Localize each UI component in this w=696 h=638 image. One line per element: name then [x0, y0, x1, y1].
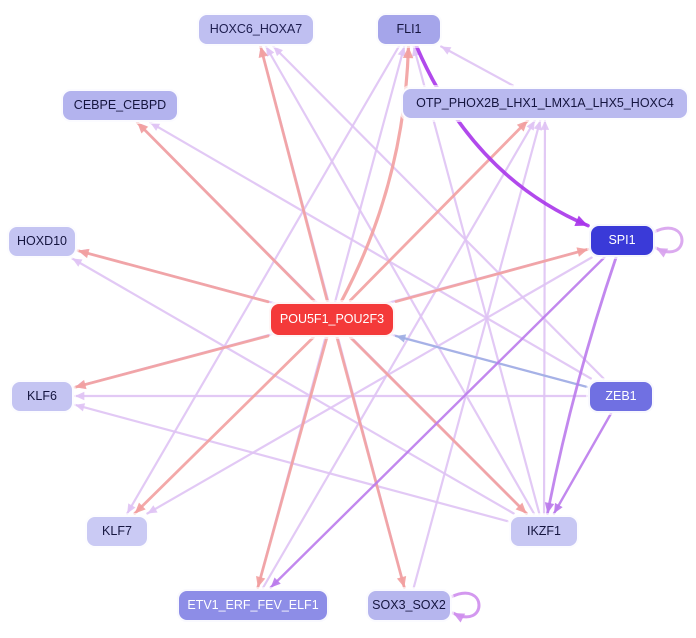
edge-zeb1-to-cebpe-cebpd — [149, 121, 592, 380]
edge-pou5f1-pou2f3-to-hoxc6-hoxa7 — [259, 45, 329, 302]
edge-spi1-to-klf7 — [146, 256, 593, 515]
edge-pou5f1-pou2f3-to-spi1 — [394, 247, 590, 303]
edge-ikzf1-to-otp-phox2b-lhx1-lmx1a-lhx5-hoxc4-arrowhead — [540, 120, 550, 130]
edge-zeb1-to-pou5f1-pou2f3-arrowhead — [396, 334, 407, 343]
edge-ikzf1-to-hoxc6-hoxa7 — [264, 45, 536, 515]
edge-sox3-sox2-to-otp-phox2b-lhx1-lmx1a-lhx5-hoxc4-arrowhead — [533, 120, 542, 131]
node-label: OTP_PHOX2B_LHX1_LMX1A_LHX5_HOXC4 — [416, 96, 674, 110]
edge-zeb1-to-pou5f1-pou2f3 — [394, 334, 589, 389]
edge-fli1-to-spi1 — [414, 44, 590, 228]
node-zeb1[interactable]: ZEB1 — [588, 379, 654, 413]
edge-zeb1-to-ikzf1 — [552, 412, 613, 515]
edge-pou5f1-pou2f3-to-fli1-arrowhead — [402, 46, 414, 59]
edge-etv1-erf-fev-elf1-to-otp-phox2b-lhx1-lmx1a-lhx5-hoxc4 — [262, 119, 536, 589]
edge-spi1-to-ikzf1 — [546, 256, 618, 515]
edge-pou5f1-pou2f3-to-klf7 — [133, 336, 315, 515]
edge-spi1-to-etv1-erf-fev-elf1-arrowhead — [270, 577, 281, 588]
edge-pou5f1-pou2f3-to-sox3-sox2 — [335, 336, 406, 589]
edge-fli1-to-klf7 — [126, 45, 400, 515]
edge-etv1-erf-fev-elf1-to-fli1-arrowhead — [397, 46, 406, 57]
edge-self-loop-sox3-sox2-arrowhead — [453, 613, 466, 623]
edge-zeb1-to-cebpe-cebpd-arrowhead — [150, 122, 161, 131]
node-label: IKZF1 — [526, 524, 562, 538]
edge-pou5f1-pou2f3-to-klf6 — [73, 334, 270, 389]
edge-otp-phox2b-lhx1-lmx1a-lhx5-hoxc4-to-fli1 — [440, 45, 514, 87]
edge-pou5f1-pou2f3-to-ikzf1-arrowhead — [515, 502, 527, 514]
edge-pou5f1-pou2f3-to-ikzf1 — [349, 336, 528, 515]
edge-pou5f1-pou2f3-to-hoxd10-arrowhead — [78, 248, 90, 259]
edge-spi1-to-ikzf1-arrowhead — [544, 502, 555, 514]
edge-pou5f1-pou2f3-to-etv1-erf-fev-elf1-arrowhead — [256, 575, 266, 588]
node-label: SOX3_SOX2 — [372, 598, 446, 612]
edge-pou5f1-pou2f3-to-otp-phox2b-lhx1-lmx1a-lhx5-hoxc4 — [348, 119, 530, 302]
edge-spi1-to-etv1-erf-fev-elf1 — [269, 256, 606, 589]
node-pou5f1-pou2f3[interactable]: POU5F1_POU2F3 — [269, 301, 395, 337]
node-label: SPI1 — [608, 233, 636, 247]
edge-ikzf1-to-hoxc6-hoxa7-arrowhead — [266, 46, 275, 57]
node-label: KLF6 — [27, 389, 57, 403]
node-fli1[interactable]: FLI1 — [376, 12, 442, 46]
edge-pou5f1-pou2f3-to-fli1 — [340, 44, 411, 303]
edge-pou5f1-pou2f3-to-sox3-sox2-arrowhead — [396, 575, 407, 588]
node-label: HOXD10 — [16, 234, 68, 248]
node-ikzf1[interactable]: IKZF1 — [509, 514, 579, 548]
edge-ikzf1-to-klf6-arrowhead — [75, 403, 86, 412]
node-label: ZEB1 — [605, 389, 637, 403]
edge-pou5f1-pou2f3-to-spi1-arrowhead — [576, 247, 588, 257]
node-label: FLI1 — [396, 22, 422, 36]
edge-fli1-to-klf7-arrowhead — [127, 503, 136, 514]
edge-ikzf1-to-hoxd10-arrowhead — [72, 258, 83, 267]
node-label: ETV1_ERF_FEV_ELF1 — [187, 598, 319, 612]
edge-otp-phox2b-lhx1-lmx1a-lhx5-hoxc4-to-fli1-arrowhead — [441, 46, 452, 55]
edge-zeb1-to-ikzf1-arrowhead — [553, 502, 563, 514]
edge-pou5f1-pou2f3-to-otp-phox2b-lhx1-lmx1a-lhx5-hoxc4-arrowhead — [516, 120, 528, 132]
edge-zeb1-to-klf6-arrowhead — [75, 391, 85, 401]
edge-etv1-erf-fev-elf1-to-otp-phox2b-lhx1-lmx1a-lhx5-hoxc4-arrowhead — [526, 120, 535, 131]
edge-pou5f1-pou2f3-to-hoxd10 — [76, 249, 270, 304]
edge-spi1-to-klf7-arrowhead — [147, 505, 158, 514]
node-sox3-sox2[interactable]: SOX3_SOX2 — [366, 588, 452, 622]
node-etv1-erf-fev-elf1[interactable]: ETV1_ERF_FEV_ELF1 — [177, 588, 329, 622]
edge-pou5f1-pou2f3-to-hoxc6-hoxa7-arrowhead — [258, 46, 268, 59]
edge-zeb1-to-hoxc6-hoxa7-arrowhead — [273, 46, 283, 57]
node-label: KLF7 — [102, 524, 132, 538]
node-otp-phox2b-lhx1-lmx1a-lhx5-hoxc4[interactable]: OTP_PHOX2B_LHX1_LMX1A_LHX5_HOXC4 — [401, 86, 689, 120]
edge-pou5f1-pou2f3-to-cebpe-cebpd — [135, 121, 316, 302]
node-spi1[interactable]: SPI1 — [589, 223, 655, 257]
node-label: HOXC6_HOXA7 — [209, 22, 303, 36]
edge-pou5f1-pou2f3-to-cebpe-cebpd-arrowhead — [137, 122, 149, 134]
node-hoxd10[interactable]: HOXD10 — [7, 224, 77, 258]
node-hoxc6-hoxa7[interactable]: HOXC6_HOXA7 — [197, 12, 315, 46]
edge-ikzf1-to-hoxd10 — [71, 257, 515, 515]
edge-pou5f1-pou2f3-to-etv1-erf-fev-elf1 — [256, 336, 329, 589]
edge-fli1-to-spi1-arrowhead — [574, 215, 588, 226]
node-klf7[interactable]: KLF7 — [85, 514, 149, 548]
edge-self-loop-spi1-arrowhead — [656, 248, 669, 258]
edge-sox3-sox2-to-otp-phox2b-lhx1-lmx1a-lhx5-hoxc4 — [412, 119, 542, 589]
node-klf6[interactable]: KLF6 — [10, 379, 74, 413]
edge-pou5f1-pou2f3-to-klf6-arrowhead — [75, 379, 87, 390]
edge-pou5f1-pou2f3-to-klf7-arrowhead — [134, 502, 146, 514]
node-label: CEBPE_CEBPD — [73, 98, 167, 112]
node-label: POU5F1_POU2F3 — [279, 312, 385, 326]
node-cebpe-cebpd[interactable]: CEBPE_CEBPD — [61, 88, 179, 122]
